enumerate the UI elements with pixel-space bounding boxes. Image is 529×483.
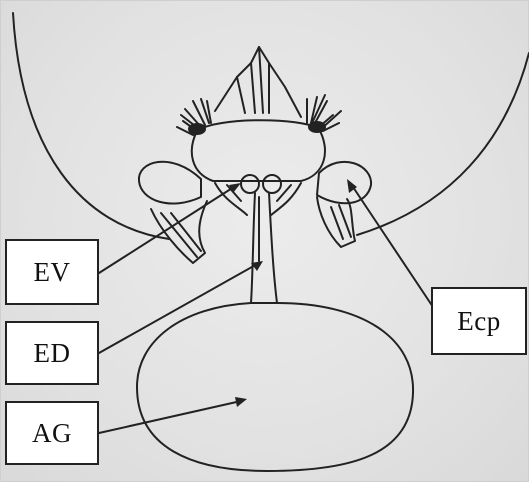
left-lobe — [139, 162, 201, 204]
label-ag: AG — [5, 401, 99, 465]
accessory-gland — [137, 303, 413, 471]
label-ed-text: ED — [34, 338, 71, 369]
body-outline — [13, 13, 529, 239]
leader-ed — [99, 263, 259, 353]
vesicle-right — [263, 175, 281, 193]
vesicle-left — [241, 175, 259, 193]
leader-ev — [99, 185, 237, 273]
arrowhead-ev — [229, 183, 241, 193]
head-cone — [215, 47, 301, 117]
label-ag-text: AG — [32, 418, 72, 449]
right-bristle-tuft — [307, 95, 341, 132]
ejaculatory-duct — [251, 193, 277, 303]
leader-ag — [99, 401, 241, 433]
label-ev-text: EV — [34, 257, 71, 288]
central-capsule — [192, 120, 325, 181]
label-ecp-text: Ecp — [457, 306, 500, 337]
label-ecp: Ecp — [431, 287, 527, 355]
arrowhead-ag — [235, 397, 247, 407]
right-lobe — [317, 162, 371, 203]
label-ev: EV — [5, 239, 99, 305]
left-bristle-tuft — [177, 99, 211, 135]
label-ed: ED — [5, 321, 99, 385]
leader-ecp — [353, 187, 433, 307]
